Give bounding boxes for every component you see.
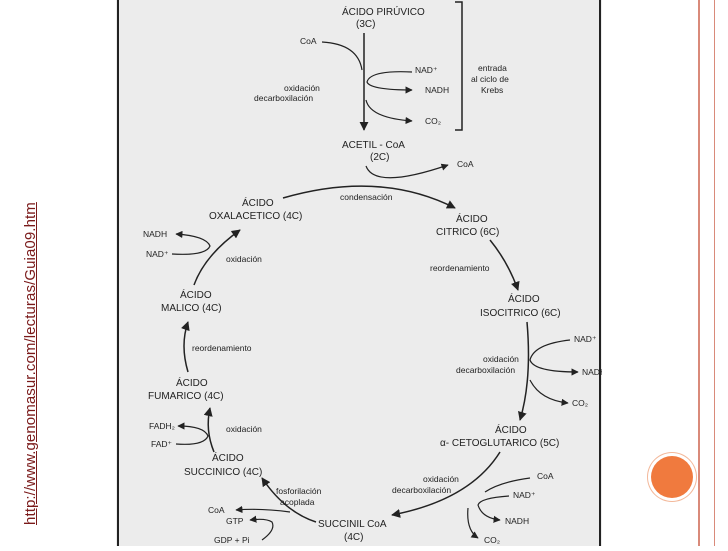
iso-oxidation-label: oxidación <box>483 354 519 364</box>
condensation-arrow <box>282 185 456 209</box>
keto-line1: ÁCIDO <box>495 423 527 436</box>
krebs-entry-line1: entrada <box>478 63 507 73</box>
keto-line2: α- CETOGLUTARICO (5C) <box>440 438 559 449</box>
nad-to-nadh-arrow <box>366 71 413 94</box>
condensation-label: condensación <box>340 192 393 202</box>
nadh-left-label: NADH <box>143 229 167 239</box>
nad-to-nadh-left-arrow <box>171 230 211 255</box>
gdp-label: GDP + Pi <box>214 535 250 545</box>
fumaric-to-malic-arrow <box>181 321 190 373</box>
coa-input-arrow <box>321 41 363 71</box>
krebs-entry-bracket <box>455 1 463 131</box>
keto-to-succinyl-arrow <box>391 451 501 518</box>
frame-line-thin <box>714 0 715 546</box>
succinyl-coa-release-label: CoA <box>208 505 225 515</box>
orange-circle-decoration <box>651 456 693 498</box>
top-nad-label: NAD⁺ <box>415 65 438 75</box>
keto-co2-arrow <box>467 507 479 539</box>
left-margin <box>0 0 118 546</box>
succinyl-to-succinic-arrow <box>261 477 317 523</box>
krebs-entry-line2: al ciclo de <box>471 74 509 84</box>
keto-nadh-label: NADH <box>505 516 529 526</box>
citric-to-isocitric-arrow <box>489 239 520 291</box>
keto-nadh-arrow <box>477 495 510 523</box>
malic-line2: MALICO (4C) <box>161 303 222 314</box>
malic-line1: ÁCIDO <box>180 288 212 301</box>
source-link[interactable]: http://www.genomasur.com/lecturas/Guia09… <box>22 202 39 525</box>
coa-release-arrow <box>365 163 449 179</box>
iso-decarb-label: decarboxilación <box>456 365 515 375</box>
succinic-line1: ÁCIDO <box>212 451 244 464</box>
pyruvic-carbons: (3C) <box>356 19 375 30</box>
succinyl-line1: SUCCINIL CoA <box>318 519 387 530</box>
fad-label: FAD⁺ <box>151 439 173 449</box>
succinyl-line2: (4C) <box>344 532 363 543</box>
top-decarb-label: decarboxilación <box>254 93 313 103</box>
acetyl-coa-carbons: (2C) <box>370 152 389 163</box>
top-oxidation-label: oxidación <box>284 83 320 93</box>
isocitric-to-keto-arrow <box>518 321 530 421</box>
iso-nadh-label: NADH <box>582 367 602 377</box>
citric-line1: ÁCIDO <box>456 212 488 225</box>
succinic-to-fumaric-arrow <box>203 407 215 453</box>
coupled-label: acoplada <box>280 497 315 507</box>
gdp-to-gtp-arrow <box>249 515 274 541</box>
fadh-label: FADH₂ <box>149 421 175 431</box>
citric-line2: CITRICO (6C) <box>436 227 499 238</box>
reordering2-label: reordenamiento <box>192 343 252 353</box>
oxalacetic-line1: ÁCIDO <box>242 196 274 209</box>
oxidation3-label: oxidación <box>226 424 262 434</box>
fumaric-line2: FUMARICO (4C) <box>148 391 224 402</box>
krebs-entry-line3: Krebs <box>481 85 503 95</box>
keto-co2-label: CO₂ <box>484 535 500 545</box>
fumaric-line1: ÁCIDO <box>176 376 208 389</box>
gtp-label: GTP <box>226 516 244 526</box>
nad-left-label: NAD⁺ <box>146 249 169 259</box>
coa-input-label: CoA <box>300 36 317 46</box>
krebs-cycle-diagram: ÁCIDO PIRÚVICO (3C) CoA oxidación decarb… <box>116 0 606 546</box>
coa-release-label: CoA <box>457 159 474 169</box>
oxidation4-label: oxidación <box>226 254 262 264</box>
top-co2-label: CO₂ <box>425 116 441 126</box>
malic-to-oxalacetic-arrow <box>193 229 241 286</box>
isocitric-line1: ÁCIDO <box>508 292 540 305</box>
keto-coa-label: CoA <box>537 471 554 481</box>
keto-nad-label: NAD⁺ <box>513 490 536 500</box>
top-co2-arrow <box>365 99 413 125</box>
iso-co2-label: CO₂ <box>572 398 588 408</box>
isocitric-line2: ISOCITRICO (6C) <box>480 308 561 319</box>
fad-to-fadh-arrow <box>175 422 209 445</box>
oxalacetic-line2: OXALACETICO (4C) <box>209 211 302 222</box>
frame-line <box>698 0 700 546</box>
iso-co2-arrow <box>529 379 569 406</box>
keto-oxidation-label: oxidación <box>423 474 459 484</box>
top-nadh-label: NADH <box>425 85 449 95</box>
keto-decarb-label: decarboxilación <box>392 485 451 495</box>
acetyl-coa-label: ACETIL - CoA <box>342 140 405 151</box>
keto-coa-arrow <box>484 477 531 493</box>
pyruvic-label: ÁCIDO PIRÚVICO <box>342 5 425 18</box>
reordering1-label: reordenamiento <box>430 263 490 273</box>
succinic-line2: SUCCINICO (4C) <box>184 467 262 478</box>
iso-nadh-arrow <box>529 339 579 376</box>
phosphorylation-label: fosforilación <box>276 486 322 496</box>
succinyl-coa-release-arrow <box>235 505 291 514</box>
iso-nad-label: NAD⁺ <box>574 334 597 344</box>
